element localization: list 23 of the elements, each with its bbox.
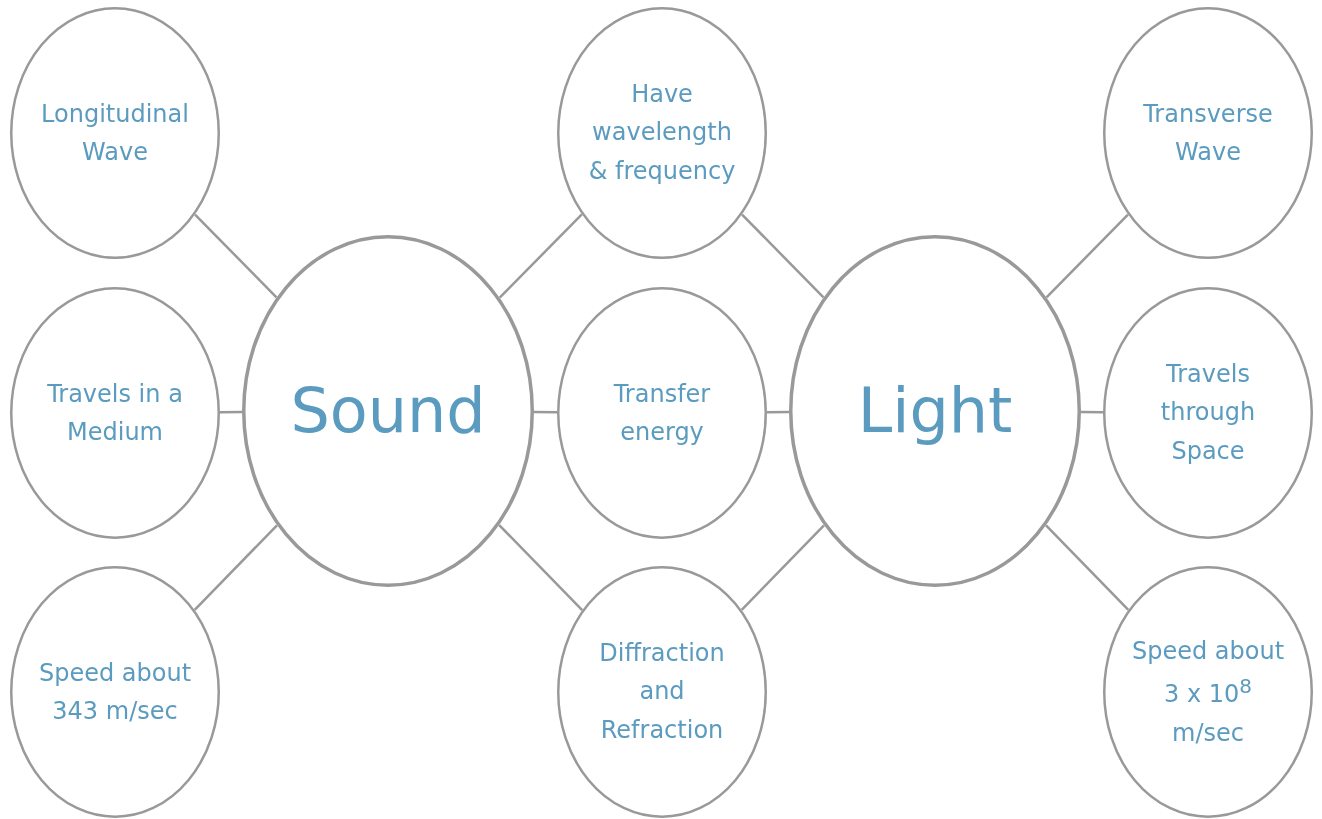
concept-label: Transverse Wave xyxy=(1142,98,1274,168)
concept-label: Travels in a Medium xyxy=(46,378,184,448)
concept-label: Transfer energy xyxy=(612,378,712,448)
connector-line xyxy=(740,524,825,611)
connector-line xyxy=(220,410,242,414)
concept-label: Longitudinal Wave xyxy=(40,98,190,168)
concept-label: Speed about 343 m/sec xyxy=(37,657,193,727)
concept-label: Diffraction and Refraction xyxy=(598,638,726,747)
connector-line xyxy=(1045,213,1129,299)
connector-line xyxy=(741,213,825,299)
connector-line xyxy=(498,213,583,299)
concept-label: Travels through Space xyxy=(1159,359,1257,468)
connector-line xyxy=(767,410,789,414)
concept-label: Speed about 3 x 10$^{8}$ m/sec xyxy=(1130,635,1286,749)
connector-line xyxy=(534,410,557,414)
connector-line xyxy=(193,524,278,611)
connector-line xyxy=(194,213,278,299)
connector-line xyxy=(1045,524,1130,611)
topic-label: Light xyxy=(856,373,1014,450)
topic-label: Sound xyxy=(289,373,487,450)
concept-label: Have wavelength & frequency xyxy=(587,79,737,188)
connector-line xyxy=(498,524,584,611)
connector-line xyxy=(1081,410,1103,414)
